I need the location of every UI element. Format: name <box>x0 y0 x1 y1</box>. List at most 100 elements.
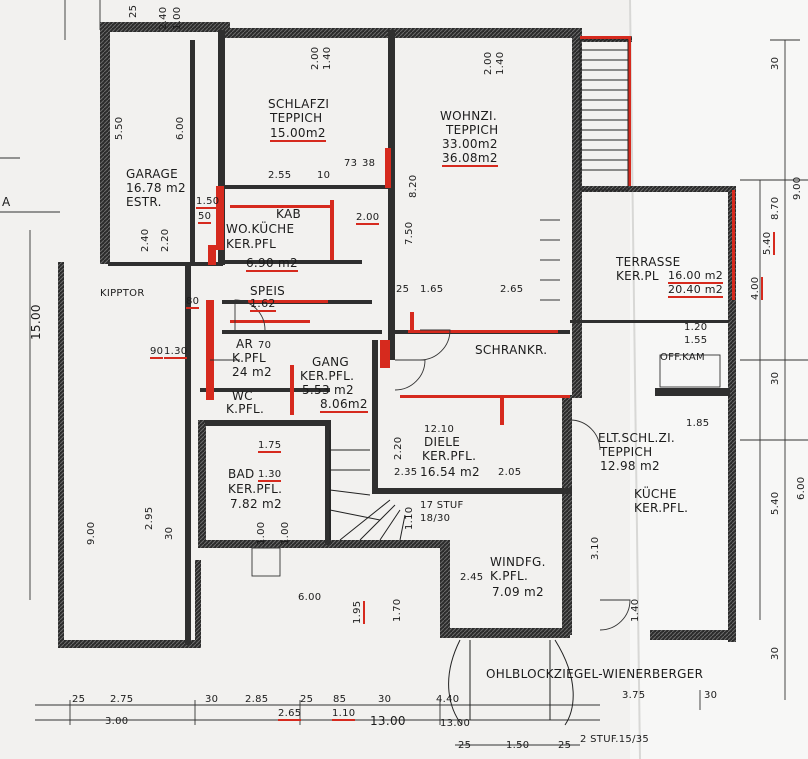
exterior-walls <box>58 22 736 648</box>
dim-right-1: 30 <box>770 56 781 70</box>
dim-bottom2-4: 13.00 <box>440 718 471 729</box>
dim-170: 1.70 <box>392 598 403 622</box>
dim-bottom-1: 25 <box>72 694 86 705</box>
dim-bottom-3: 30 <box>205 694 219 705</box>
dim-bottom-4: 2.85 <box>245 694 269 705</box>
label-treppe-stufen: 17 STUF <box>420 500 464 511</box>
dim-bottom-2: 2.75 <box>110 694 134 705</box>
dim-820: 8.20 <box>408 174 419 198</box>
room-name-schrankraum: SCHRANKR. <box>475 343 548 357</box>
dim-total-width: 13.00 <box>370 714 406 728</box>
room-area-wohnzimmer-1: 33.00m2 <box>442 137 498 151</box>
label-eingang-stufen: 2 STUF.15/35 <box>580 734 650 745</box>
label-kipptor: KIPPTOR <box>100 288 145 299</box>
dim-195: 1.95 <box>352 600 365 624</box>
dim-50: 50 <box>198 211 212 224</box>
dim-bottom-10: 30 <box>704 690 718 701</box>
dim-155: 1.55 <box>684 335 708 346</box>
room-area-gang-1: 5.53 m2 <box>302 383 354 397</box>
dim-garage-width: 6.00 <box>175 116 186 140</box>
room-name-schlafzimmer: SCHLAFZI <box>268 97 330 111</box>
dim-top-6: 2.00 <box>483 51 494 75</box>
room-area-speis: 1.62 <box>250 297 276 312</box>
room-floor-windfang: K.PFL. <box>490 569 529 583</box>
dim-top-5: 1.40 <box>322 46 333 70</box>
dim-80: 80 <box>186 296 200 309</box>
dim-38: 38 <box>362 158 376 169</box>
dim-900: 9.00 <box>86 521 97 545</box>
dim-310: 3.10 <box>590 536 601 560</box>
dim-bottom-9: 3.75 <box>622 690 646 701</box>
dim-205: 2.05 <box>498 467 522 478</box>
label-treppe-stufenmass: 18/30 <box>420 513 451 524</box>
room-area-diele: 16.54 m2 <box>420 465 480 479</box>
dim-220b: 2.20 <box>393 436 404 460</box>
dim-150: 1.50 <box>196 196 220 209</box>
dim-right-6: 6.00 <box>796 476 807 500</box>
stairs <box>329 39 629 726</box>
room-area-terrasse-2: 20.40 m2 <box>668 283 724 298</box>
room-name-diele: DIELE <box>424 435 461 449</box>
dim-265: 2.65 <box>500 284 524 295</box>
dim-bottom2-3: 1.10 <box>332 708 356 721</box>
room-name-windfang: WINDFG. <box>490 555 546 569</box>
red-annotations <box>206 36 735 425</box>
room-name-terrasse: TERRASSE <box>616 255 681 269</box>
dim-bottom-5: 25 <box>300 694 314 705</box>
dim-right-2: 9.00 <box>792 176 803 200</box>
dim-30: 30 <box>164 526 175 540</box>
room-name-wohnzimmer: WOHNZI. <box>440 109 497 123</box>
room-name-kab: KAB <box>276 207 301 221</box>
dim-73: 73 <box>344 158 358 169</box>
room-area-schlafzimmer: 15.00m2 <box>270 126 326 142</box>
dim-25: 25 <box>396 284 410 295</box>
dim-bottom3-2: 1.50 <box>506 740 530 751</box>
room-name-eltschlzi: ELT.SCHL.ZI. <box>598 431 676 445</box>
dim-185: 1.85 <box>686 418 710 429</box>
label-offener-kamin: OFF.KAM <box>660 352 705 363</box>
dim-top-1: 25 <box>128 4 139 18</box>
room-floor-terrasse: KER.PL <box>616 269 659 283</box>
paper-fold-lines <box>629 0 808 759</box>
dim-750: 7.50 <box>404 221 415 245</box>
dim-110: 1.10 <box>404 506 415 530</box>
room-floor-kueche: KER.PFL. <box>634 501 689 515</box>
room-name-kueche: KÜCHE <box>634 487 677 501</box>
room-floor-gang: KER.PFL. <box>300 369 355 383</box>
dim-220: 2.20 <box>160 228 171 252</box>
dim-295: 2.95 <box>144 506 155 530</box>
dim-bottom3-1: 25 <box>458 740 472 751</box>
room-floor-garage: ESTR. <box>126 195 162 209</box>
dim-bottom-6: 85 <box>333 694 347 705</box>
room-area-terrasse-1: 16.00 m2 <box>668 269 724 284</box>
dim-70: 70 <box>258 340 272 351</box>
dim-245: 2.45 <box>460 572 484 583</box>
room-floor-diele: KER.PFL. <box>422 449 477 463</box>
room-floor-bad: KER.PFL. <box>228 482 283 496</box>
dim-165: 1.65 <box>420 284 444 295</box>
room-area-garage: 16.78 m2 <box>126 181 186 195</box>
room-name-wokueche: WO.KÜCHE <box>226 222 295 236</box>
label-brand-wienerberger: OHLBLOCKZIEGEL-WIENERBERGER <box>486 667 704 681</box>
dim-600: 6.00 <box>298 592 322 603</box>
room-area-wohnzimmer-2: 36.08m2 <box>442 151 498 167</box>
dim-400: 4.00 <box>750 276 763 300</box>
room-name-wc: WC <box>232 389 253 403</box>
dim-top-4: 2.00 <box>310 46 321 70</box>
dim-bottom-8: 4.40 <box>436 694 460 705</box>
dim-1210: 12.10 <box>424 424 455 435</box>
door-swings <box>210 219 721 631</box>
room-floor-wc: K.PFL. <box>226 402 265 416</box>
dim-bottom-7: 30 <box>378 694 392 705</box>
dim-right-7: 30 <box>770 646 781 660</box>
room-area-windfang: 7.09 m2 <box>492 585 544 599</box>
dim-10: 10 <box>317 170 331 181</box>
dim-255: 2.55 <box>268 170 292 181</box>
room-floor-wohnzimmer: TEPPICH <box>446 123 499 137</box>
dim-240: 2.40 <box>140 228 151 252</box>
room-floor-schlafzimmer: TEPPICH <box>270 111 323 125</box>
dim-top-7: 1.40 <box>495 51 506 75</box>
dim-130: 1.30 <box>164 346 188 359</box>
dim-140: 1.40 <box>630 598 641 622</box>
